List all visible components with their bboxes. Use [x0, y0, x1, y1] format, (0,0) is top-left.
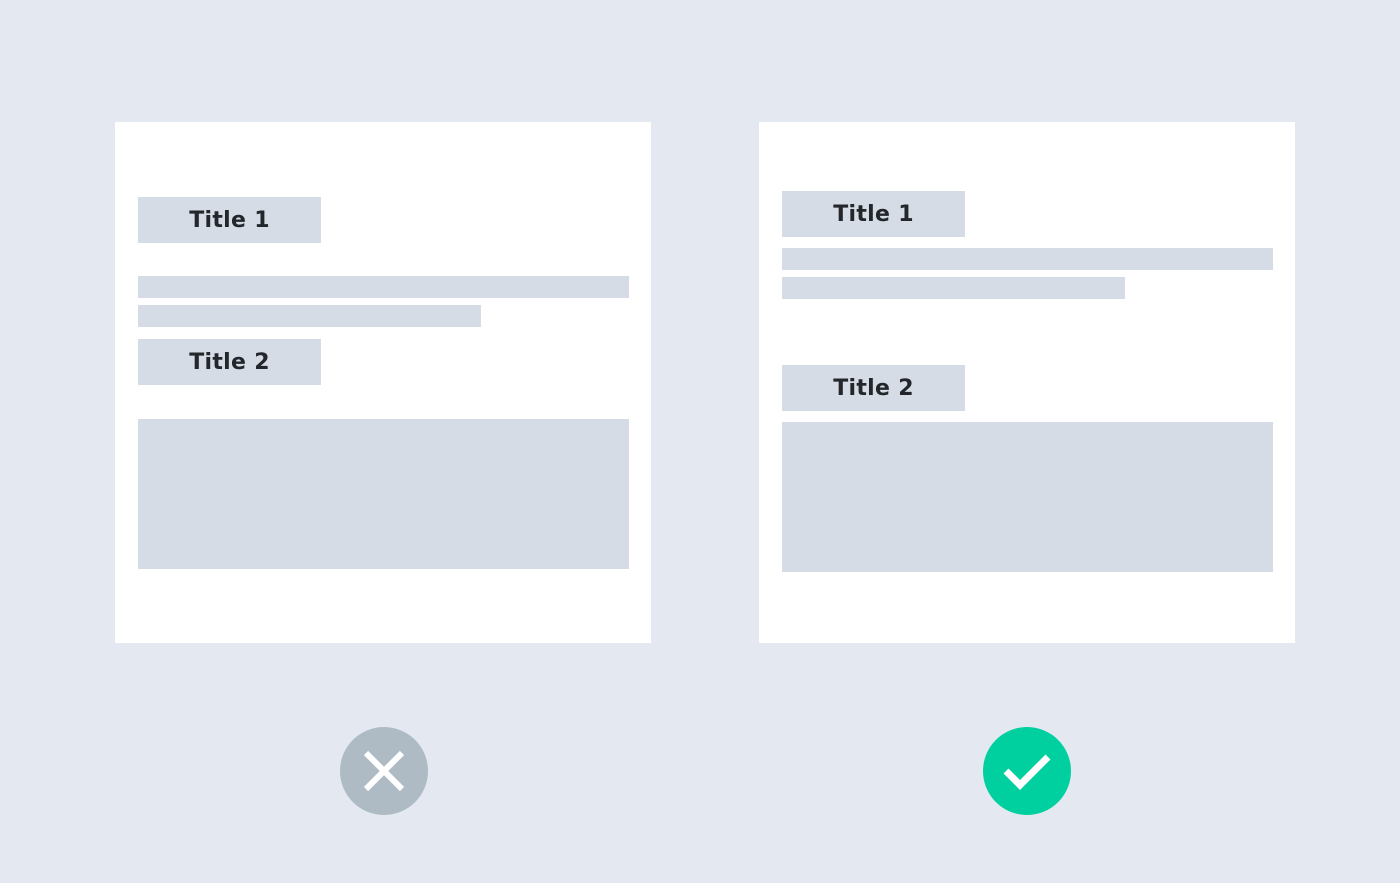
title-1-block: Title 1	[782, 191, 965, 237]
title-1-label: Title 1	[189, 207, 270, 233]
title-1-label: Title 1	[833, 201, 914, 227]
text-line-placeholder	[782, 248, 1273, 270]
close-icon	[363, 750, 405, 792]
content-block-placeholder	[782, 422, 1273, 572]
bad-example-card: Title 1 Title 2	[115, 122, 651, 643]
text-line-placeholder	[138, 276, 629, 298]
bad-verdict-badge	[340, 727, 428, 815]
title-1-block: Title 1	[138, 197, 321, 243]
title-2-label: Title 2	[189, 349, 270, 375]
good-example-card: Title 1 Title 2	[759, 122, 1295, 643]
text-line-placeholder	[138, 305, 481, 327]
title-2-block: Title 2	[138, 339, 321, 385]
check-icon	[1003, 754, 1051, 790]
good-verdict-badge	[983, 727, 1071, 815]
content-block-placeholder	[138, 419, 629, 569]
title-2-block: Title 2	[782, 365, 965, 411]
text-line-placeholder	[782, 277, 1125, 299]
title-2-label: Title 2	[833, 375, 914, 401]
